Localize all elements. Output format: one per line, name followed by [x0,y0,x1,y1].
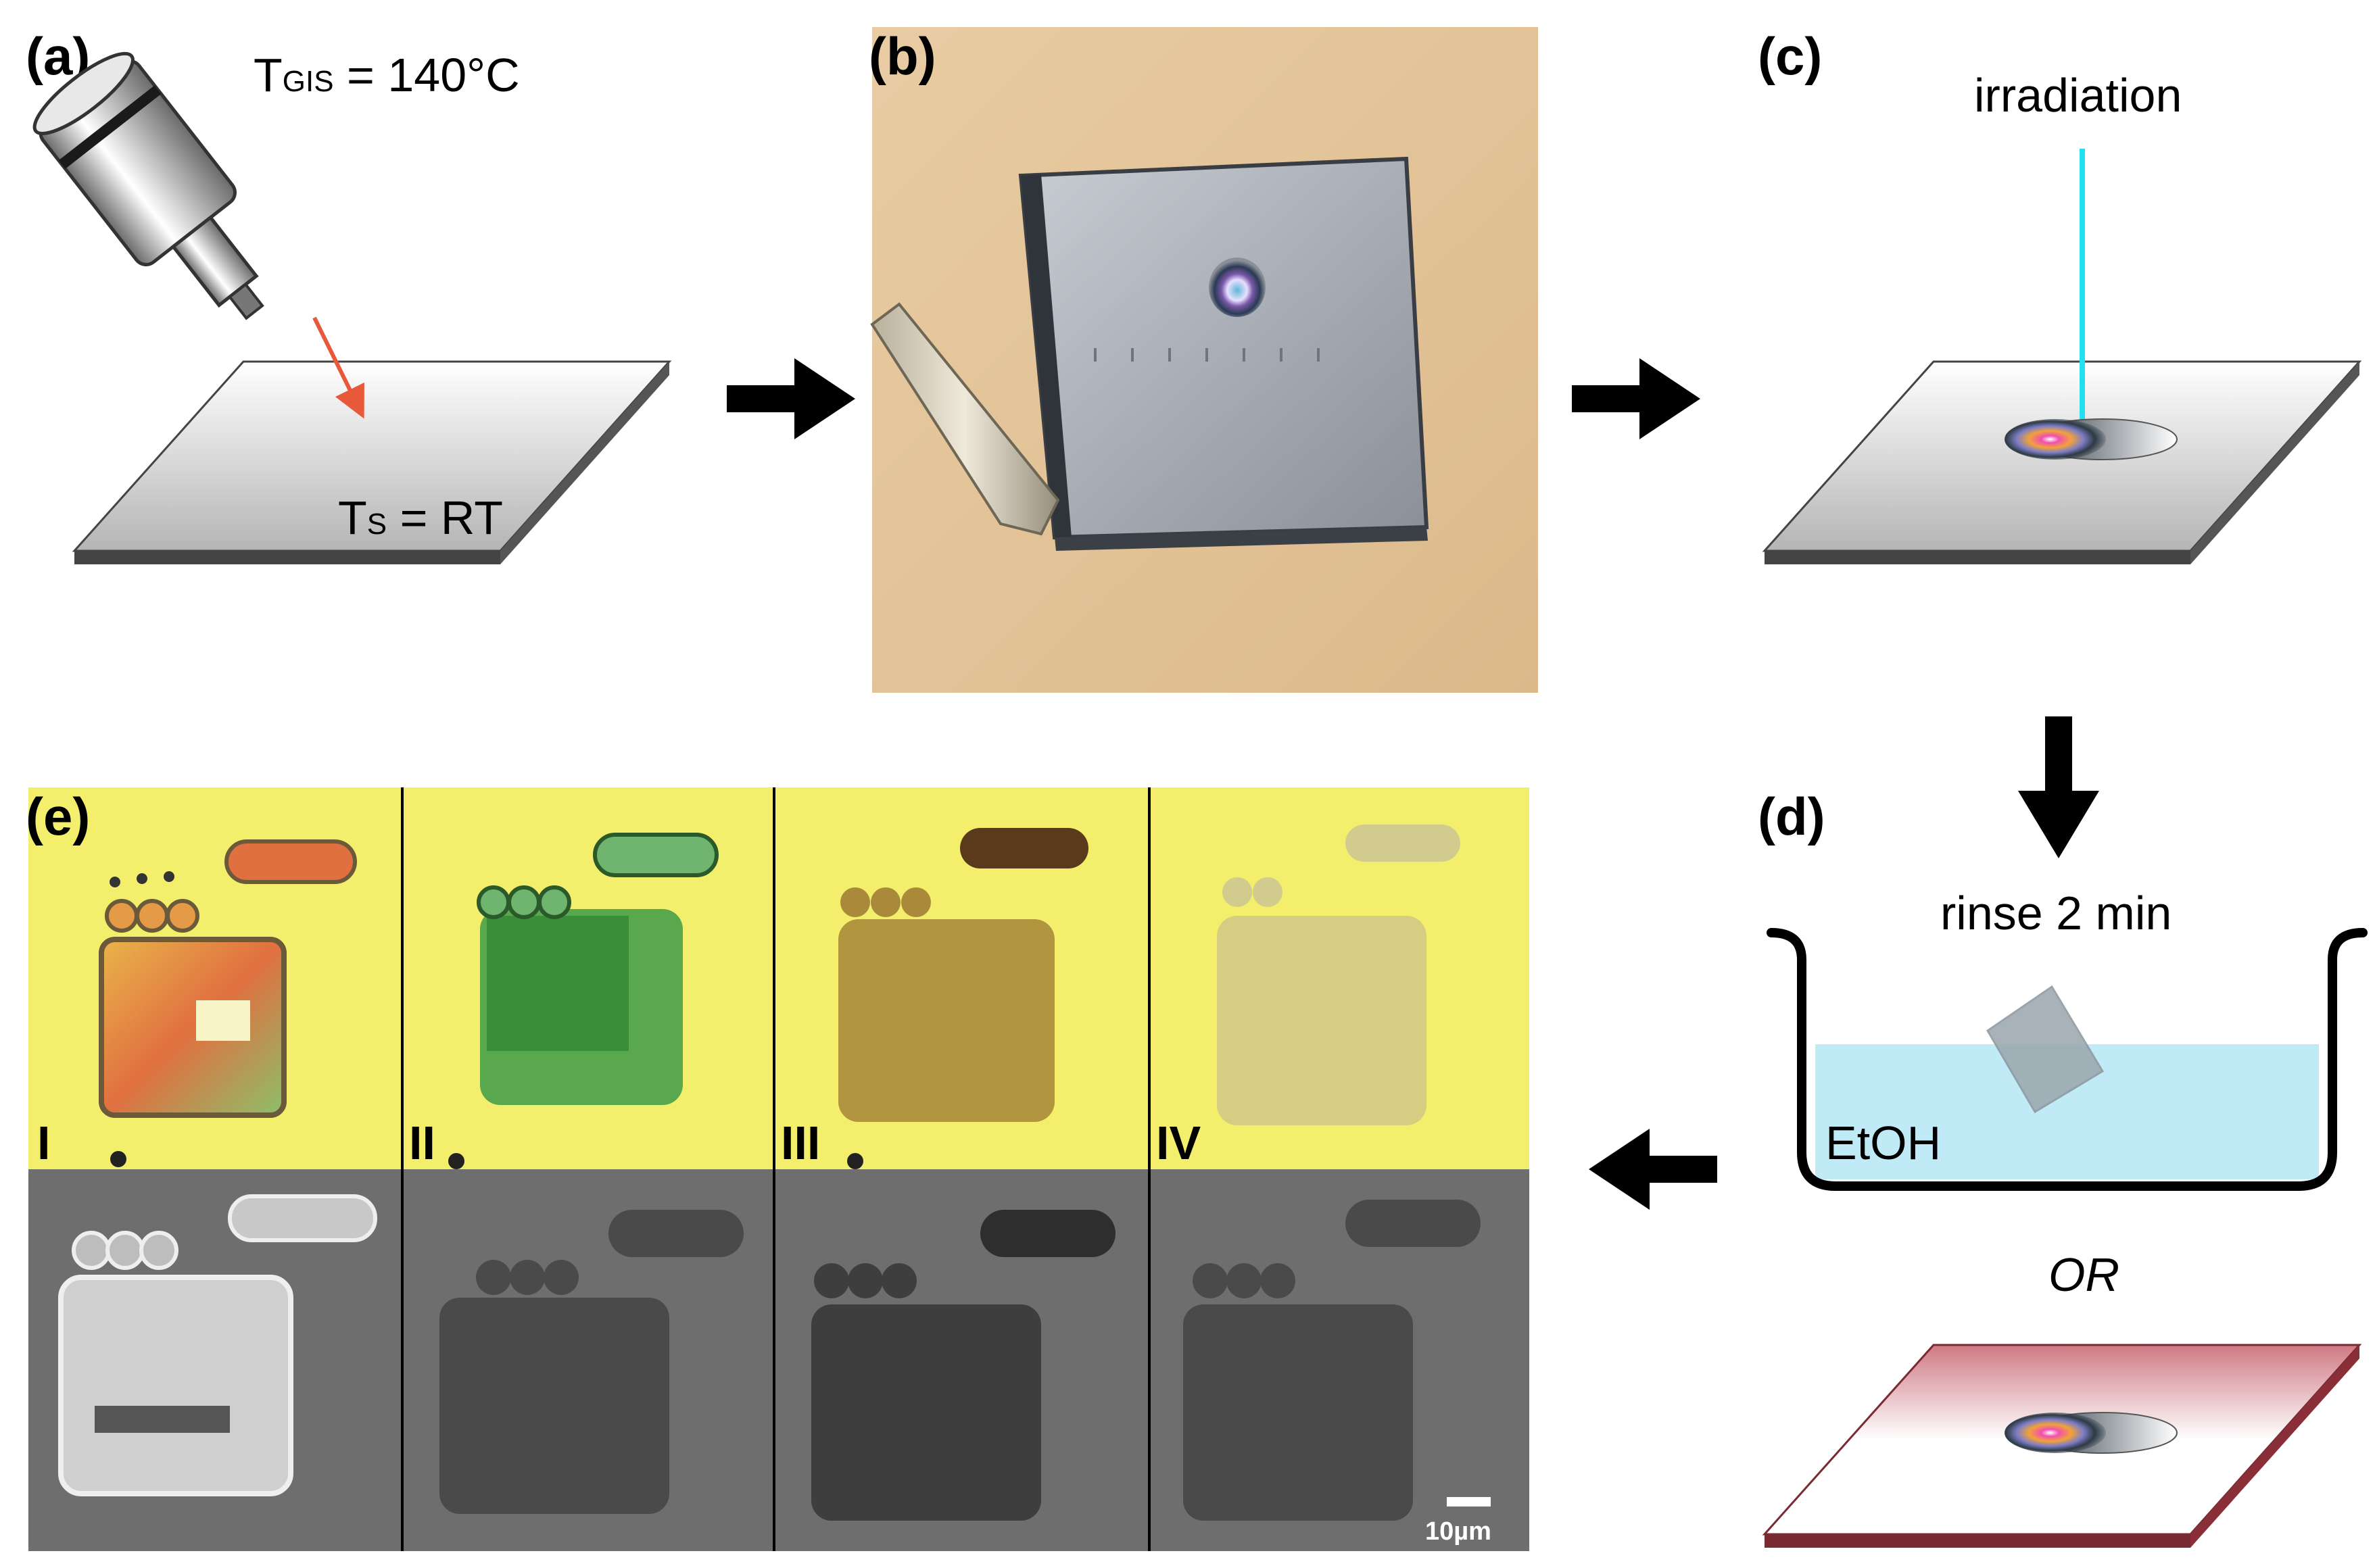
optical-image-iv [1217,825,1460,1125]
column-label-iv: IV [1156,1117,1201,1169]
column-ii [439,833,744,1514]
panel-d-label: (d) [1758,787,1825,846]
sem-image-iv [1183,1200,1481,1521]
column-label-iii: III [781,1117,820,1169]
panel-c: (c) irradiation [1758,26,2362,564]
panel-e-label: (e) [26,787,90,846]
panel-e: (e) I II III IV 10µm [26,787,1529,1551]
substrate-c [1762,360,2362,564]
heated-substrate [1762,1344,2362,1548]
arrow-icon [727,358,855,439]
scale-bar-label: 10µm [1425,1517,1491,1546]
sample-chip [1018,156,1429,540]
sem-image-i [58,1194,377,1496]
rinse-label: rinse 2 min [1940,887,2172,939]
submerged-sample [1986,985,2105,1114]
irradiated-spot [2005,418,2178,460]
gis-nozzle-icon [32,51,264,320]
panel-a: (a) TGIS = 140°C TS = RT [26,26,672,564]
panel-b-label: (b) [869,26,936,86]
panel-b: (b) [869,26,1538,693]
tweezer [870,302,1060,536]
panel-d: (d) rinse 2 min EtOH OR [1758,787,2368,1548]
column-label-i: I [37,1117,50,1169]
panel-c-label: (c) [1758,26,1822,86]
or-label: OR [2048,1248,2119,1301]
column-iv [1183,825,1481,1521]
scale-bar [1447,1497,1491,1506]
column-label-ii: II [409,1117,435,1169]
optical-image-iii [838,828,1088,1169]
gas-flow-arrow [312,316,364,419]
deposit-spot [1209,258,1266,317]
arrow-icon [1572,358,1700,439]
ethanol-label: EtOH [1825,1117,1941,1169]
column-i [58,839,377,1496]
irradiation-label: irradiation [1974,69,2182,122]
arrow-icon [1589,1129,1717,1210]
optical-image-ii [448,833,719,1169]
marker-ticks [1094,348,1320,362]
column-dividers [401,787,1151,1551]
beaker-icon: EtOH [1767,928,2368,1191]
t-gis-label: TGIS = 140°C [254,49,520,101]
sem-image-ii [439,1210,744,1514]
t-s-label: TS = RT [338,491,503,544]
sem-image-iii [811,1210,1115,1521]
arrow-icon [2018,716,2099,858]
optical-image-i [99,839,357,1167]
column-iii [811,828,1115,1521]
substrate-a [72,360,672,564]
